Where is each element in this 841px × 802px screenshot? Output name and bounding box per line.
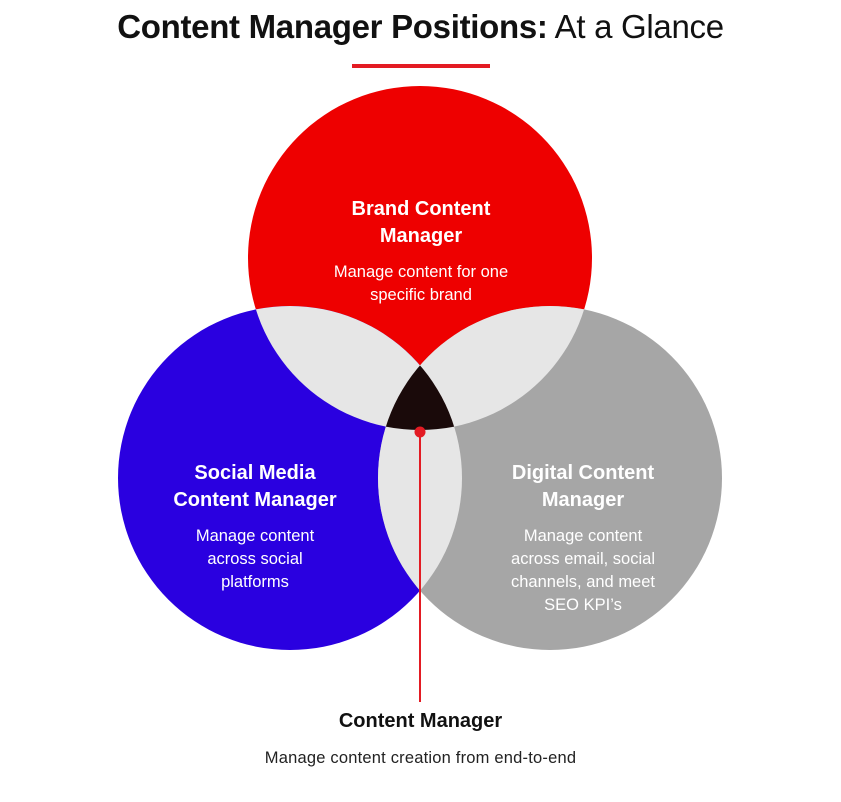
digital-heading-line1: Digital Content — [511, 462, 655, 484]
digital-heading-line2: Manager — [541, 489, 625, 511]
social-desc-line3: platforms — [221, 573, 289, 591]
brand-heading-line2: Manager — [379, 225, 463, 247]
label-brand: Brand Content Manager Manage content for… — [286, 196, 556, 307]
social-heading-line2: Content Manager — [173, 489, 337, 511]
center-description: Manage content creation from end-to-end — [264, 749, 577, 767]
brand-description: Manage content for one specific brand — [286, 261, 556, 307]
page-title-light: At a Glance — [554, 8, 724, 45]
page-title: Content Manager Positions: At a Glance — [0, 8, 841, 46]
digital-desc-line1: Manage content — [523, 527, 643, 545]
social-heading-line1: Social Media — [194, 462, 316, 484]
brand-desc-line2: specific brand — [370, 286, 472, 304]
digital-desc-line2: across email, social — [511, 550, 655, 568]
label-digital: Digital Content Manager Manage content a… — [470, 460, 696, 617]
digital-desc-line3: channels, and meet — [510, 573, 655, 591]
brand-desc-line1: Manage content for one — [333, 263, 509, 281]
social-heading: Social Media Content Manager — [142, 460, 368, 514]
title-underline — [352, 64, 490, 68]
brand-heading-line1: Brand Content — [351, 198, 491, 220]
digital-desc-line4: SEO KPI’s — [544, 596, 622, 614]
label-social: Social Media Content Manager Manage cont… — [142, 460, 368, 594]
title-underline-bar — [352, 64, 490, 68]
center-title: Content Manager — [338, 710, 503, 732]
center-dot — [414, 426, 426, 438]
overlap-brand-digital — [378, 306, 592, 430]
social-desc-line1: Manage content — [195, 527, 315, 545]
social-description: Manage content across social platforms — [142, 525, 368, 594]
social-desc-line2: across social — [207, 550, 303, 568]
digital-description: Manage content across email, social chan… — [470, 525, 696, 617]
page-title-bold: Content Manager Positions: — [117, 8, 548, 45]
overlap-brand-social — [248, 306, 462, 430]
brand-heading: Brand Content Manager — [286, 196, 556, 250]
digital-heading: Digital Content Manager — [470, 460, 696, 514]
